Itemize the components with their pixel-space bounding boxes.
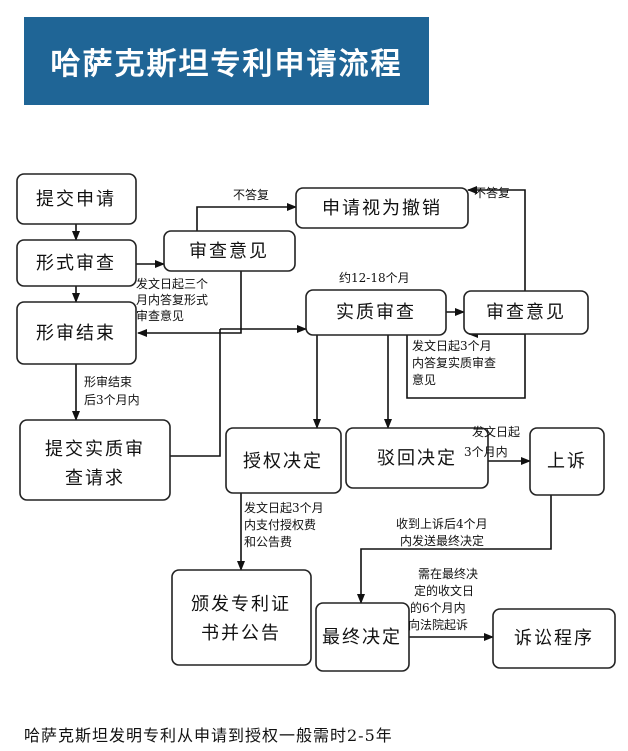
submit-substantive-box <box>19 419 171 501</box>
formal-exam-label: 形式审查 <box>36 253 116 274</box>
title-banner: 哈萨克斯坦专利申请流程 <box>24 17 429 105</box>
after-appeal-note-1: 收到上诉后4个月 <box>396 517 488 531</box>
litigation-box <box>492 608 616 669</box>
substantive-exam-label: 实质审查 <box>336 302 416 323</box>
court-appeal-note-3: 的6个月内 <box>410 600 466 615</box>
connectors <box>72 186 552 641</box>
no-reply-label-2: 不答复 <box>474 185 510 200</box>
litigation-label: 诉讼程序 <box>514 628 594 649</box>
after-formal-end-note-1: 形审结束 <box>84 374 132 389</box>
appeal-window-note-1: 发文日起 <box>472 424 520 439</box>
issue-certificate-label-1: 颁发专利证 <box>191 594 291 615</box>
withdrawn-label: 申请视为撤销 <box>322 198 442 219</box>
formal-exam-box <box>16 239 137 287</box>
court-appeal-note-4: 向法院起诉 <box>408 617 468 632</box>
appeal-box <box>529 427 605 496</box>
issue-certificate-box <box>171 569 312 666</box>
submit-substantive-label-2: 查请求 <box>65 468 125 489</box>
issue-certificate-label-2: 书并公告 <box>201 623 281 644</box>
exam-opinion-1-box <box>163 230 296 272</box>
grant-fees-note-2: 内支付授权费 <box>244 517 316 532</box>
reply-formal-note-1: 发文日起三个 <box>136 276 208 291</box>
final-decision-label: 最终决定 <box>322 627 402 648</box>
rejection-decision-label: 驳回决定 <box>377 448 457 469</box>
submit-application-label: 提交申请 <box>36 189 116 210</box>
court-appeal-note-1: 需在最终决 <box>418 566 478 581</box>
submit-application-box <box>16 173 137 225</box>
appeal-window-note-2: 3个月内 <box>464 445 508 459</box>
after-formal-end-note-2: 后3个月内 <box>84 393 140 407</box>
reply-substantive-note-2: 内答复实质审查 <box>412 355 496 370</box>
reply-formal-note-3: 审查意见 <box>136 308 184 323</box>
submit-substantive-label-1: 提交实质审 <box>45 439 145 460</box>
grant-decision-box <box>225 427 342 494</box>
after-appeal-note-2: 内发送最终决定 <box>400 533 484 548</box>
court-appeal-note-2: 定的收文日 <box>414 583 474 598</box>
formal-end-box <box>16 301 137 365</box>
reply-formal-note-2: 月内答复形式 <box>136 292 208 307</box>
approx-months-label: 约12-18个月 <box>339 270 410 285</box>
exam-opinion-2-box <box>463 290 589 335</box>
page-title: 哈萨克斯坦专利申请流程 <box>50 47 403 82</box>
substantive-exam-box <box>305 289 447 336</box>
final-decision-box <box>315 602 410 672</box>
withdrawn-box <box>295 187 469 229</box>
footer-note: 哈萨克斯坦发明专利从申请到授权一般需时2-5年 <box>24 726 393 745</box>
reply-substantive-note-1: 发文日起3个月 <box>412 338 492 353</box>
grant-decision-label: 授权决定 <box>243 451 323 472</box>
reply-substantive-note-3: 意见 <box>412 372 436 387</box>
appeal-label: 上诉 <box>547 451 587 472</box>
grant-fees-note-1: 发文日起3个月 <box>244 500 324 515</box>
grant-fees-note-3: 和公告费 <box>244 535 292 549</box>
exam-opinion-1-label: 审查意见 <box>189 241 269 262</box>
exam-opinion-2-label: 审查意见 <box>486 302 566 323</box>
rejection-decision-box <box>345 427 489 489</box>
formal-end-label: 形审结束 <box>36 323 116 344</box>
no-reply-label-1: 不答复 <box>233 187 269 202</box>
